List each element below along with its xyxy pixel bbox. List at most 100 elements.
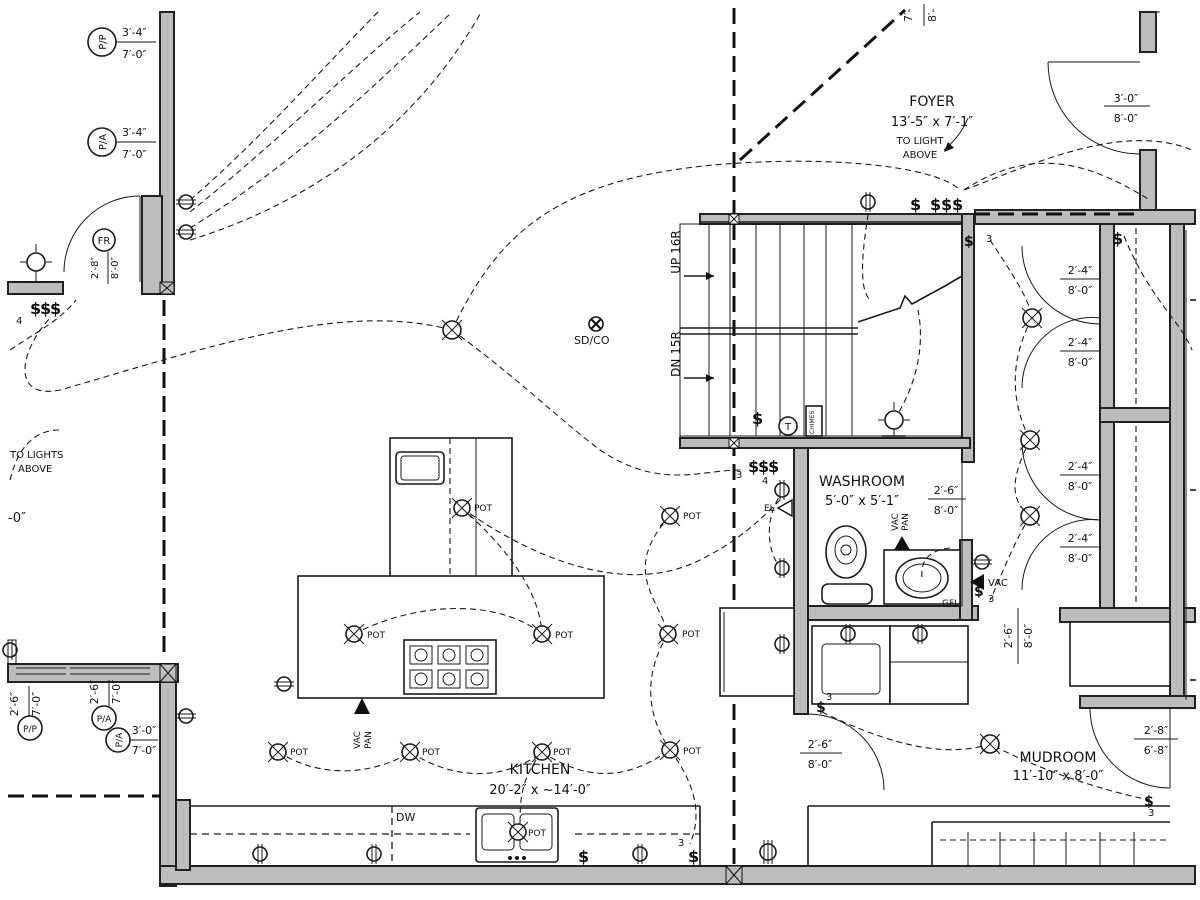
door-height: 8′-0″ — [1068, 480, 1093, 493]
door-height: 8′-0″ — [934, 504, 959, 517]
outlet-icon — [252, 844, 268, 864]
pp-tag-label: P/P — [98, 34, 109, 49]
pot-light-icon: POT — [659, 739, 702, 761]
walls — [7, 11, 1196, 887]
switch-icon: $ — [758, 457, 769, 476]
door-height: 8′-0″ — [1068, 552, 1093, 565]
three-way-mark: 3 — [986, 234, 992, 245]
washroom-fixtures: VAC PAN — [807, 228, 1171, 705]
door-width: 3′-0″ — [132, 724, 157, 737]
door-width: 2′-4″ — [1068, 532, 1093, 545]
wall-right-top — [1139, 11, 1157, 53]
switch-icon: $ — [50, 299, 61, 318]
wall-closet-shelf — [1099, 407, 1181, 423]
vac-pan-wash-label-1: VAC — [891, 513, 901, 531]
mudroom-name: MUDROOM — [1020, 750, 1097, 766]
pot-light-icon: POT — [657, 623, 701, 645]
thermostat-icon: T — [778, 416, 798, 436]
three-way-mark: 3 — [988, 594, 994, 605]
room-labels: FOYER 13′-5″ x 7′-1″ TO LIGHT ABOVE WASH… — [8, 4, 1103, 798]
outlet-icon — [774, 558, 790, 578]
mudroom-size: 11′-10″ x 8′-0″ — [1013, 769, 1104, 784]
svg-text:T: T — [784, 422, 792, 433]
switch-icon: $ — [768, 457, 779, 476]
pot-label: POT — [474, 504, 493, 514]
kitchen-name: KITCHEN — [510, 762, 571, 778]
exhaust-light-icon — [776, 498, 793, 518]
pa-tag-label: P/A — [98, 134, 109, 150]
washroom-size: 5′-0″ x 5′-1″ — [825, 494, 899, 509]
door-height: 7′-0″ — [110, 680, 123, 705]
vac-outlet-icon — [970, 574, 984, 590]
outlet-icon — [912, 624, 928, 644]
switch-icon: $ — [748, 457, 759, 476]
door-height: 8′-0″ — [808, 758, 833, 771]
door-width: 2′-6″ — [8, 692, 21, 717]
pp-tag-icon — [17, 715, 43, 741]
top-partial-2: 8′- — [926, 9, 939, 22]
wall-left-lower-stub — [7, 663, 179, 683]
switch-icon: $ — [752, 409, 763, 428]
pot-label: POT — [422, 748, 441, 758]
pot-label: POT — [683, 747, 702, 757]
pot-light-icon: POT — [507, 821, 547, 843]
ceiling-light-icon — [1019, 505, 1041, 527]
door-height: 7′-0″ — [30, 692, 43, 717]
fr-tag-icon — [92, 228, 116, 252]
wall-bottom — [159, 865, 1196, 885]
pot-light-icon: POT — [267, 741, 309, 763]
wall-left-lower — [159, 663, 177, 887]
to-light-note-1: TO LIGHT — [895, 136, 944, 147]
wall-left-stub — [7, 281, 64, 295]
outlet-icon — [972, 554, 992, 570]
beam-line-diagonal — [738, 8, 907, 162]
door-width: 2′-6″ — [934, 484, 959, 497]
wall-washroom-left — [793, 447, 809, 715]
vac-pan-island-label-2: PAN — [364, 731, 374, 749]
kitchen-size: 20′-2″ x ~14′-0″ — [489, 783, 591, 798]
outlet-icon — [860, 192, 876, 212]
foyer-name: FOYER — [909, 94, 955, 110]
outlet-icon — [274, 676, 294, 692]
door-width: 3′-4″ — [122, 126, 147, 139]
vac-pan-island-icon — [354, 698, 370, 714]
door-width: 2′-6″ — [1002, 624, 1015, 649]
switch-icon: $ — [688, 847, 699, 866]
foyer-size: 13′-5″ x 7′-1″ — [891, 115, 973, 130]
wall-light-icon — [20, 244, 52, 283]
light-fixtures: POT POT POT POT POT POT POT POT — [20, 244, 1043, 843]
pot-label: POT — [682, 630, 701, 640]
wall-bottom-jog — [175, 799, 191, 871]
ceiling-light-icon — [1021, 307, 1043, 329]
wall-closet-divider-2 — [1099, 421, 1115, 613]
gfi-label: GFI — [942, 599, 957, 609]
four-way-mark: 4 — [762, 476, 768, 487]
switch-icon: $ — [964, 234, 974, 250]
pot-light-icon: POT — [659, 505, 702, 527]
door-width: 3′-0″ — [1114, 92, 1139, 105]
outlet-icon — [176, 708, 196, 724]
door-tags: P/P 3′-4″ 7′-0″ P/A 3′-4″ 7′-0″ FR 2′-8″… — [7, 26, 1178, 771]
to-light-note-2: ABOVE — [903, 150, 937, 161]
switch-icon: $ — [578, 847, 589, 866]
right-edge-details — [1156, 11, 1196, 700]
to-lights-note-2: ABOVE — [18, 464, 52, 475]
outlets — [2, 192, 992, 864]
pa-tag-label: P/A — [115, 732, 125, 747]
outlet-icon — [2, 640, 18, 660]
pot-light-icon: POT — [451, 497, 493, 519]
door-height: 8′-0″ — [110, 257, 121, 280]
door-width: 2′-8″ — [1144, 724, 1169, 737]
to-lights-note-1: TO LIGHTS — [9, 450, 63, 461]
four-way-mark: 4 — [16, 316, 22, 327]
switch-icon: $ — [40, 299, 51, 318]
pot-label: POT — [290, 748, 309, 758]
doors — [63, 61, 1171, 791]
smoke-co-detector-icon — [588, 316, 604, 332]
door-height: 7′-0″ — [122, 48, 147, 61]
ceiling-light-icon — [979, 733, 1001, 755]
switch-icon: $ — [1144, 794, 1154, 810]
door-width: 3′-4″ — [122, 26, 147, 39]
door-width: 2′-4″ — [1068, 460, 1093, 473]
